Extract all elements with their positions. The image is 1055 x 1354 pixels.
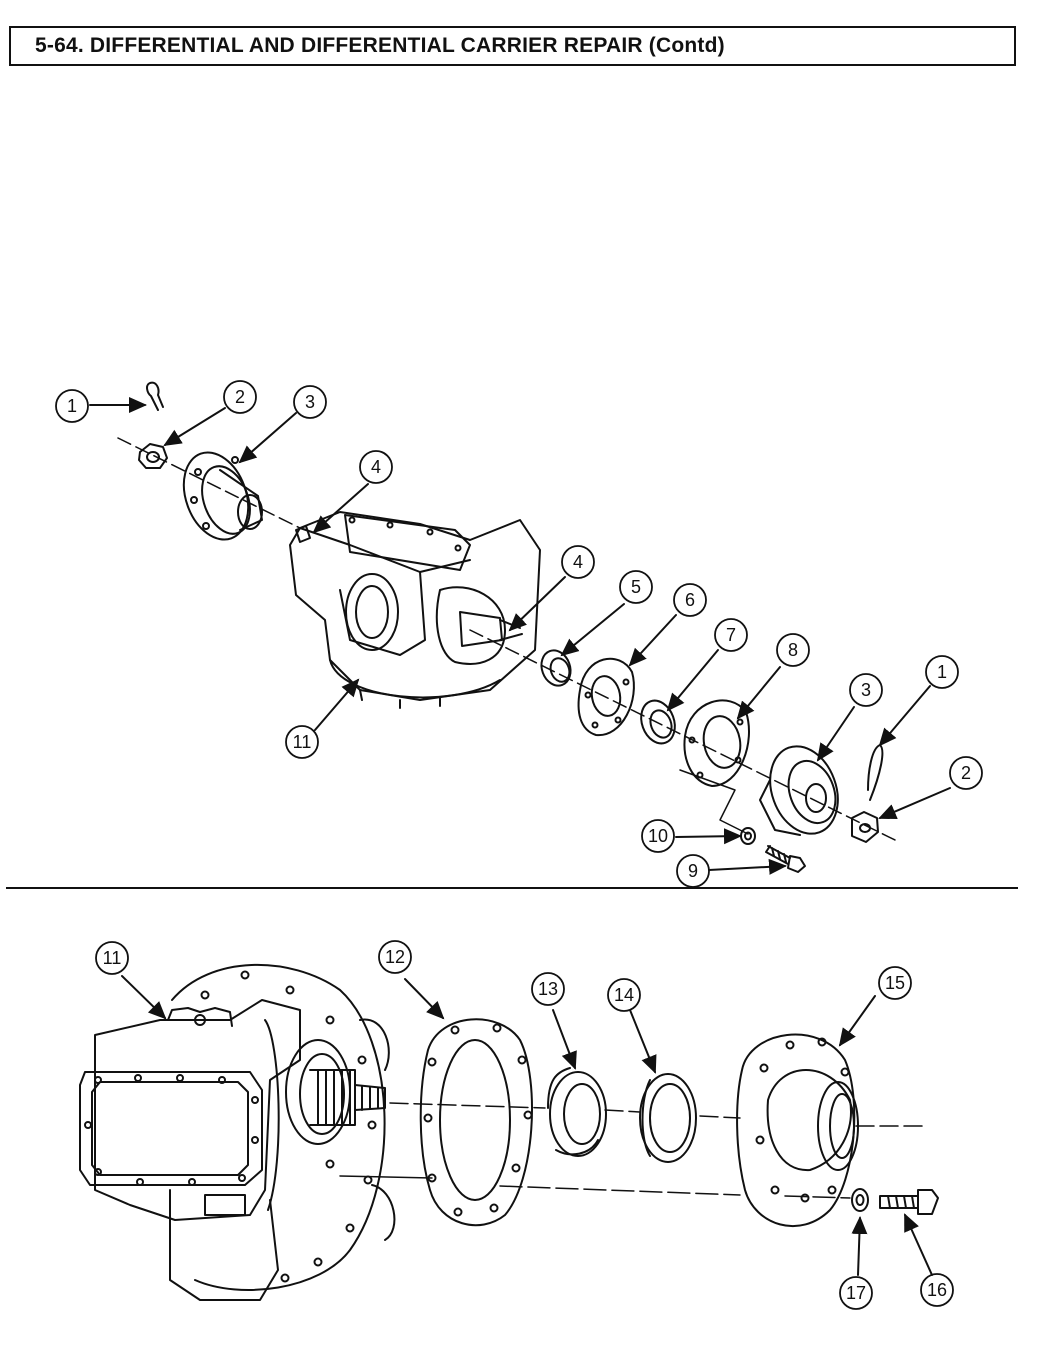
- callout-1-right: 1: [925, 655, 959, 689]
- callout-3-right: 3: [849, 673, 883, 707]
- cap-screw-upper: [765, 845, 806, 873]
- callout-1-upper-left: 1: [55, 389, 89, 423]
- callout-2-right: 2: [949, 756, 983, 790]
- differential-carrier-housing-upper: [289, 511, 541, 709]
- svg-text:1: 1: [937, 662, 947, 682]
- svg-text:15: 15: [885, 973, 905, 993]
- svg-text:12: 12: [385, 947, 405, 967]
- oil-seal-lower: [639, 1073, 697, 1163]
- differential-carrier-housing-lower: [79, 999, 301, 1301]
- svg-text:14: 14: [614, 985, 634, 1005]
- callout-7: 7: [714, 618, 748, 652]
- cap-screw-lower: [879, 1189, 939, 1215]
- callout-4-lower: 4: [561, 545, 595, 579]
- section-title: 5-64. DIFFERENTIAL AND DIFFERENTIAL CARR…: [35, 34, 725, 57]
- bearing-cover-lower: [736, 1033, 859, 1227]
- svg-text:13: 13: [538, 979, 558, 999]
- callout-12: 12: [378, 940, 412, 974]
- svg-text:2: 2: [235, 387, 245, 407]
- callout-5: 5: [619, 570, 653, 604]
- callout-16: 16: [920, 1273, 954, 1307]
- carrier-flange-lower: [171, 963, 396, 1291]
- section-header-box: 5-64. DIFFERENTIAL AND DIFFERENTIAL CARR…: [9, 26, 1016, 66]
- callout-4-upper: 4: [359, 450, 393, 484]
- callout-11-lower: 11: [95, 941, 129, 975]
- callout-8: 8: [776, 633, 810, 667]
- callout-17: 17: [839, 1276, 873, 1310]
- svg-text:17: 17: [846, 1283, 866, 1303]
- callout-2-upper-left: 2: [223, 380, 257, 414]
- svg-text:9: 9: [688, 861, 698, 881]
- callout-10: 10: [641, 819, 675, 853]
- oil-seal-mid: [640, 699, 676, 745]
- svg-text:8: 8: [788, 640, 798, 660]
- cotter-pin-right: [867, 744, 884, 801]
- flange-yoke-left: [182, 451, 263, 541]
- svg-text:7: 7: [726, 625, 736, 645]
- callout-15: 15: [878, 966, 912, 1000]
- retainer-plate-upper: [577, 657, 635, 737]
- figure-divider: [6, 887, 1018, 889]
- svg-text:2: 2: [961, 763, 971, 783]
- callout-11-upper: 11: [285, 725, 319, 759]
- svg-text:4: 4: [371, 457, 381, 477]
- svg-text:3: 3: [861, 680, 871, 700]
- bearing-cover-upper: [683, 699, 750, 787]
- svg-text:4: 4: [573, 552, 583, 572]
- callout-13: 13: [531, 972, 565, 1006]
- svg-text:11: 11: [293, 732, 312, 752]
- oil-seal-upper: [540, 649, 572, 687]
- cotter-pin-upper-left: [146, 381, 164, 411]
- svg-text:3: 3: [305, 392, 315, 412]
- castle-nut-upper-left: [138, 443, 168, 469]
- flange-yoke-right: [759, 745, 839, 836]
- lock-washer-upper: [740, 827, 756, 845]
- lock-washer-lower: [851, 1188, 869, 1212]
- castle-nut-right: [851, 811, 879, 843]
- svg-text:1: 1: [67, 396, 77, 416]
- svg-text:6: 6: [685, 590, 695, 610]
- bearing-cup-lower: [547, 1067, 607, 1157]
- svg-text:16: 16: [927, 1280, 947, 1300]
- callout-3-upper-left: 3: [293, 385, 327, 419]
- svg-text:5: 5: [631, 577, 641, 597]
- gasket-lower: [419, 1018, 533, 1227]
- callout-9: 9: [676, 854, 710, 888]
- pinion-bearing-lower: [285, 1039, 386, 1145]
- svg-text:11: 11: [103, 948, 122, 968]
- callout-14: 14: [607, 978, 641, 1012]
- svg-text:10: 10: [648, 826, 668, 846]
- callout-6: 6: [673, 583, 707, 617]
